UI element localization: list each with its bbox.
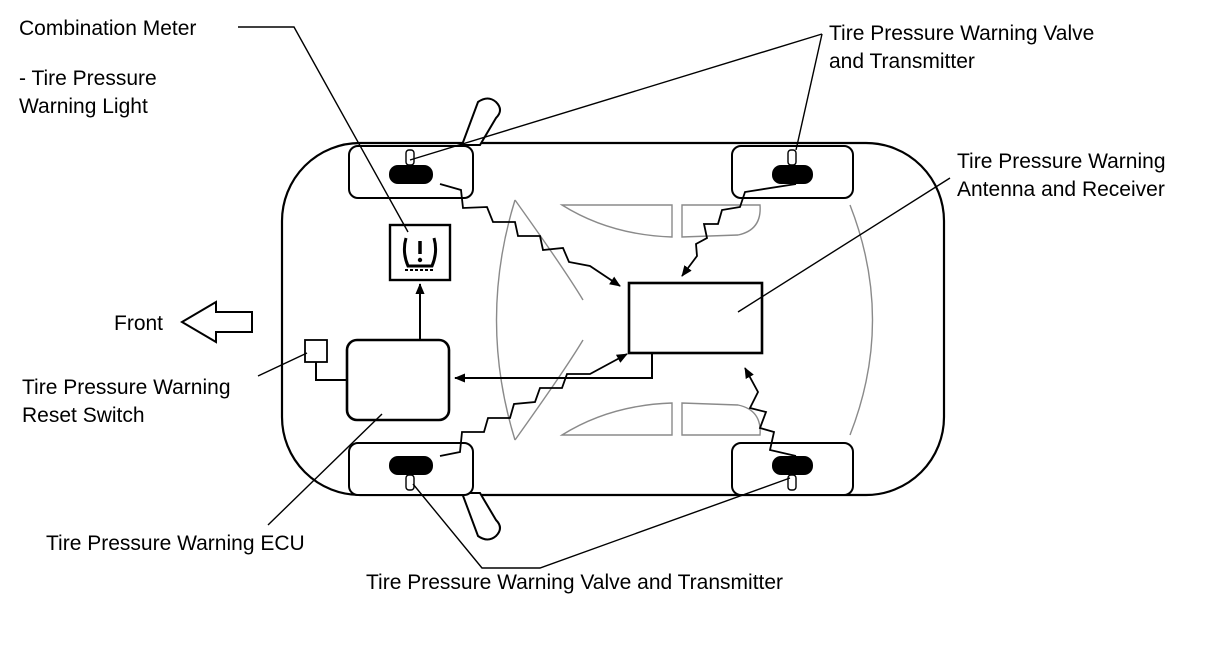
label-reset-switch-line2: Reset Switch: [22, 404, 145, 427]
tire-pressure-warning-icon: [388, 223, 452, 282]
label-warning-light-line1: - Tire Pressure: [19, 67, 157, 90]
label-antenna-receiver-line1: Tire Pressure Warning: [957, 150, 1166, 173]
tire-pressure-warning-reset-switch: [304, 339, 328, 363]
transmitter-front-right: [389, 456, 433, 491]
transmitter-rear-left: [772, 149, 813, 184]
label-combination-meter: Combination Meter: [19, 17, 196, 40]
label-valve-transmitter-bottom: Tire Pressure Warning Valve and Transmit…: [366, 571, 783, 594]
connection-lines: [315, 283, 653, 383]
front-left-mirror: [460, 97, 501, 146]
vehicle-body-outline: [280, 141, 946, 497]
tire-pressure-warning-antenna-receiver: [627, 281, 764, 355]
label-ecu: Tire Pressure Warning ECU: [46, 532, 305, 555]
label-warning-light-line2: Warning Light: [19, 95, 148, 118]
label-reset-switch-line1: Tire Pressure Warning: [22, 376, 231, 399]
label-front: Front: [114, 312, 163, 335]
vehicle-cabin-outline: [495, 199, 874, 441]
front-right-mirror: [460, 492, 501, 541]
leader-lines: [238, 26, 951, 569]
label-valve-transmitter-top-line2: and Transmitter: [829, 50, 975, 73]
transmitter-rear-right: [772, 456, 813, 491]
tire-pressure-warning-ecu: [345, 338, 451, 422]
arrow-left-outline-icon: [180, 300, 253, 344]
label-antenna-receiver-line2: Antenna and Receiver: [957, 178, 1165, 201]
label-valve-transmitter-top-line1: Tire Pressure Warning Valve: [829, 22, 1094, 45]
radio-signal-paths: [439, 183, 797, 457]
transmitter-front-left: [389, 149, 433, 184]
